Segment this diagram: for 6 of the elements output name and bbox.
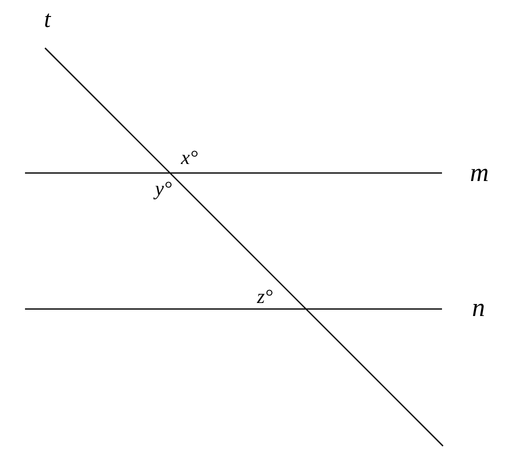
angle-label: z°	[257, 287, 273, 307]
line-label: m	[470, 160, 489, 186]
line-label: t	[44, 8, 51, 32]
line-label: n	[472, 295, 485, 321]
angle-label: x°	[181, 148, 198, 168]
angle-label: y°	[155, 179, 172, 199]
